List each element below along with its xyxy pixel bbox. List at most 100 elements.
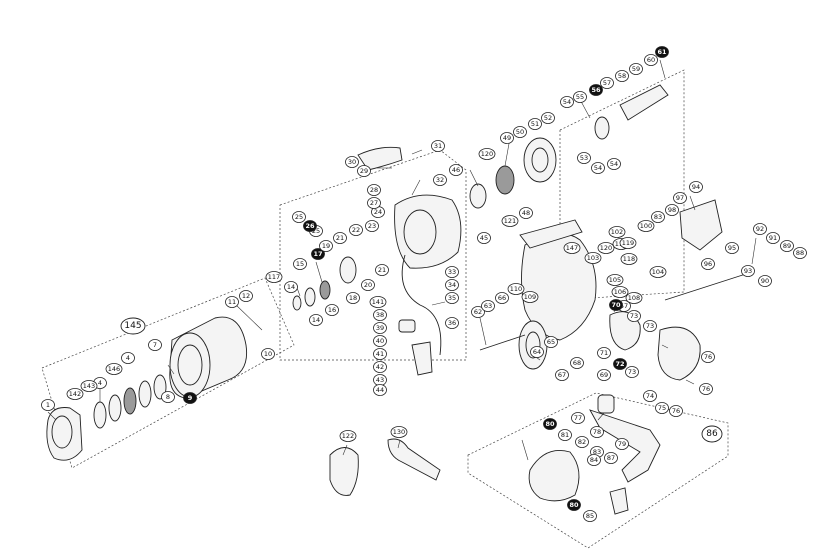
part-callout-number: 95 <box>728 244 736 252</box>
part-callout: 91 <box>766 232 780 244</box>
pinion-gear-part <box>619 84 669 121</box>
part-callout-ring <box>701 351 715 363</box>
part-callout: 89 <box>780 240 794 252</box>
part-callout-ring <box>346 292 360 304</box>
part-callout: 42 <box>373 361 387 373</box>
part-callout-ring <box>521 291 539 303</box>
part-callout-number: 14 <box>287 283 295 291</box>
part-callout-ring <box>445 292 459 304</box>
pinion-washer <box>469 183 487 209</box>
part-callout: 21 <box>333 232 347 244</box>
part-callout-ring <box>41 399 55 411</box>
part-callout-number: 98 <box>668 206 676 214</box>
part-callout-number: 92 <box>756 225 764 233</box>
part-callout: 54 <box>607 158 621 170</box>
part-callout-number: 110 <box>510 285 522 293</box>
part-callout-ring <box>637 220 655 232</box>
part-callout: 95 <box>725 242 739 254</box>
part-callout-number: 120 <box>481 150 493 158</box>
part-callout-number: 30 <box>348 158 356 166</box>
part-callout: 82 <box>575 436 589 448</box>
part-callout-number: 14 <box>312 316 320 324</box>
part-callout-number: 38 <box>376 311 384 319</box>
part-callout-ring <box>558 429 572 441</box>
part-callout-number: 109 <box>524 293 536 301</box>
part-callout-ring <box>609 299 623 311</box>
part-callout-ring <box>365 220 379 232</box>
part-callout-ring <box>655 46 669 58</box>
pinion-bearing <box>523 137 557 183</box>
part-callout-number: 64 <box>533 348 541 356</box>
part-callout: 80 <box>543 418 557 430</box>
part-callout-ring <box>367 184 381 196</box>
part-callout-number: 118 <box>623 255 635 263</box>
body-frame-part <box>521 233 597 341</box>
part-callout-number: 100 <box>640 222 652 230</box>
part-callout-number: 50 <box>516 128 524 136</box>
part-callout-number: 106 <box>614 288 626 296</box>
part-callout-number: 117 <box>268 273 280 281</box>
part-callout-number: 73 <box>646 322 654 330</box>
part-callout-ring <box>613 358 627 370</box>
part-callout-number: 57 <box>603 79 611 87</box>
rear-bracket-part <box>679 199 723 251</box>
part-callout-number: 34 <box>448 281 456 289</box>
part-callout-number: 68 <box>573 359 581 367</box>
part-callout-number: 104 <box>652 268 664 276</box>
part-callout-number: 103 <box>587 254 599 262</box>
part-callout-number: 54 <box>594 164 602 172</box>
part-callout-ring <box>651 211 665 223</box>
part-callout-ring <box>495 292 509 304</box>
part-callout-number: 21 <box>378 266 386 274</box>
part-callout-ring <box>303 220 317 232</box>
part-callout-number: 96 <box>704 260 712 268</box>
part-callout-ring <box>513 126 527 138</box>
part-callout: 70 <box>609 299 623 311</box>
part-callout: 120 <box>597 242 615 254</box>
part-callout-number: 18 <box>349 294 357 302</box>
part-callout-number: 16 <box>328 306 336 314</box>
part-callout: 14 <box>284 281 298 293</box>
part-callout: 76 <box>699 383 713 395</box>
part-callout-ring <box>625 366 639 378</box>
part-callout-number: 71 <box>600 349 608 357</box>
part-callout-ring <box>701 258 715 270</box>
part-callout-ring <box>333 232 347 244</box>
part-callout-number: 70 <box>611 301 621 309</box>
part-callout-number: 27 <box>370 199 378 207</box>
part-callout: 141 <box>369 296 387 308</box>
part-callout: 87 <box>604 452 618 464</box>
part-callout: 110 <box>507 283 525 295</box>
part-callout-ring <box>478 148 496 160</box>
part-callout: 34 <box>445 279 459 291</box>
part-callout-number: 42 <box>376 363 384 371</box>
part-callout: 103 <box>584 252 602 264</box>
part-callout-ring <box>477 232 491 244</box>
part-callout: 54 <box>591 162 605 174</box>
part-callout-number: 10 <box>264 350 272 358</box>
part-callout-ring <box>375 264 389 276</box>
part-callout-ring <box>530 346 544 358</box>
part-callout-number: 54 <box>563 98 571 106</box>
part-callout-ring <box>373 335 387 347</box>
part-callout-number: 29 <box>360 167 368 175</box>
part-callout-ring <box>349 224 363 236</box>
part-callout-number: 1 <box>46 401 50 409</box>
part-callout-ring <box>445 266 459 278</box>
part-callout-ring <box>643 320 657 332</box>
part-callout-ring <box>699 383 713 395</box>
part-callout-number: 84 <box>590 456 598 464</box>
part-callout-ring <box>753 223 767 235</box>
drag-washer-3 <box>123 387 137 415</box>
part-callout-number: 36 <box>448 319 456 327</box>
part-callout-ring <box>543 418 557 430</box>
part-callout: 121 <box>501 215 519 227</box>
part-callout-ring <box>629 63 643 75</box>
handle-collar-part <box>597 394 615 414</box>
part-callout: 58 <box>615 70 629 82</box>
part-callout-number: 8 <box>166 393 170 401</box>
part-callout-number: 15 <box>296 260 304 268</box>
part-callout-number: 32 <box>436 176 444 184</box>
part-callout-number: 69 <box>600 371 608 379</box>
